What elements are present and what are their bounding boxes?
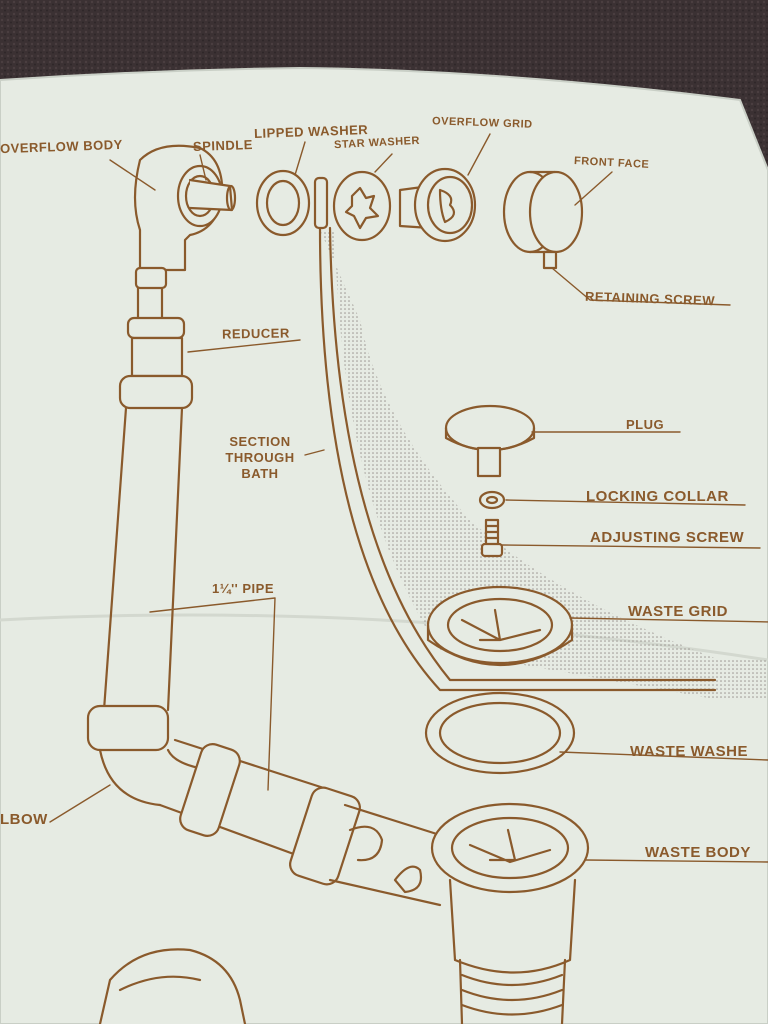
plug-part <box>444 404 536 478</box>
label-pipe: 1¼'' PIPE <box>212 581 274 596</box>
front-face <box>502 170 584 270</box>
label-section-through-bath: SECTION THROUGH BATH <box>218 434 302 482</box>
label-waste-body: WASTE BODY <box>645 844 751 861</box>
waste-grid-part <box>426 585 574 666</box>
star-washer <box>332 170 392 242</box>
locking-collar-part <box>478 490 506 510</box>
waste-washer-part <box>424 691 576 775</box>
label-elbow: LBOW <box>0 811 48 828</box>
lipped-washer <box>255 169 311 237</box>
label-plug: PLUG <box>626 417 665 432</box>
label-waste-washer: WASTE WASHE <box>630 743 749 760</box>
label-through: THROUGH <box>225 450 295 465</box>
label-reducer: REDUCER <box>221 325 290 342</box>
label-spindle: SPINDLE <box>192 136 254 155</box>
bath-section <box>320 230 768 700</box>
overflow-grid <box>398 167 477 243</box>
waste-body-part <box>430 802 590 1024</box>
label-bath: BATH <box>241 466 279 481</box>
label-adjusting-screw: ADJUSTING SCREW <box>590 529 745 546</box>
label-section: SECTION <box>229 434 291 449</box>
overflow-body <box>133 144 237 272</box>
label-locking-collar: LOCKING COLLAR <box>586 488 729 505</box>
label-waste-grid: WASTE GRID <box>628 603 729 620</box>
